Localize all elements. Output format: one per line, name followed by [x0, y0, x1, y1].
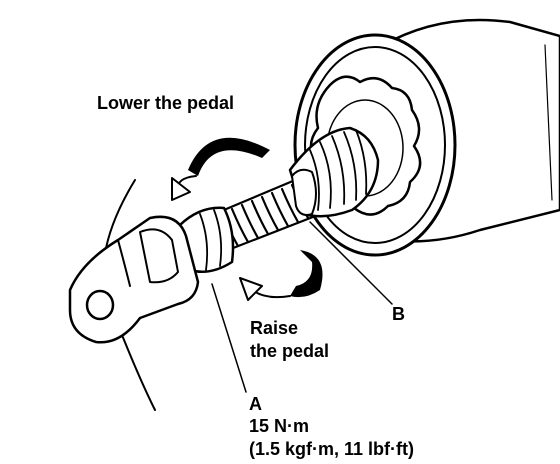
nut-b: [288, 126, 380, 218]
leader-line-b: [309, 221, 393, 305]
lower-pedal-label: Lower the pedal: [97, 93, 234, 113]
torque-spec-line1: 15 N·m: [249, 416, 309, 436]
raise-pedal-label-line2: the pedal: [250, 341, 329, 361]
raise-pedal-label-line1: Raise: [250, 318, 298, 338]
label-b: B: [392, 304, 405, 324]
torque-spec-line2: (1.5 kgf·m, 11 lbf·ft): [249, 439, 414, 459]
raise-pedal-arrow-icon: [239, 250, 323, 301]
label-a: A: [249, 394, 262, 414]
locknut-a: [178, 206, 235, 273]
clevis-yoke: [68, 215, 200, 344]
leader-line-a: [211, 283, 247, 393]
lower-pedal-arrow-icon: [171, 137, 270, 201]
